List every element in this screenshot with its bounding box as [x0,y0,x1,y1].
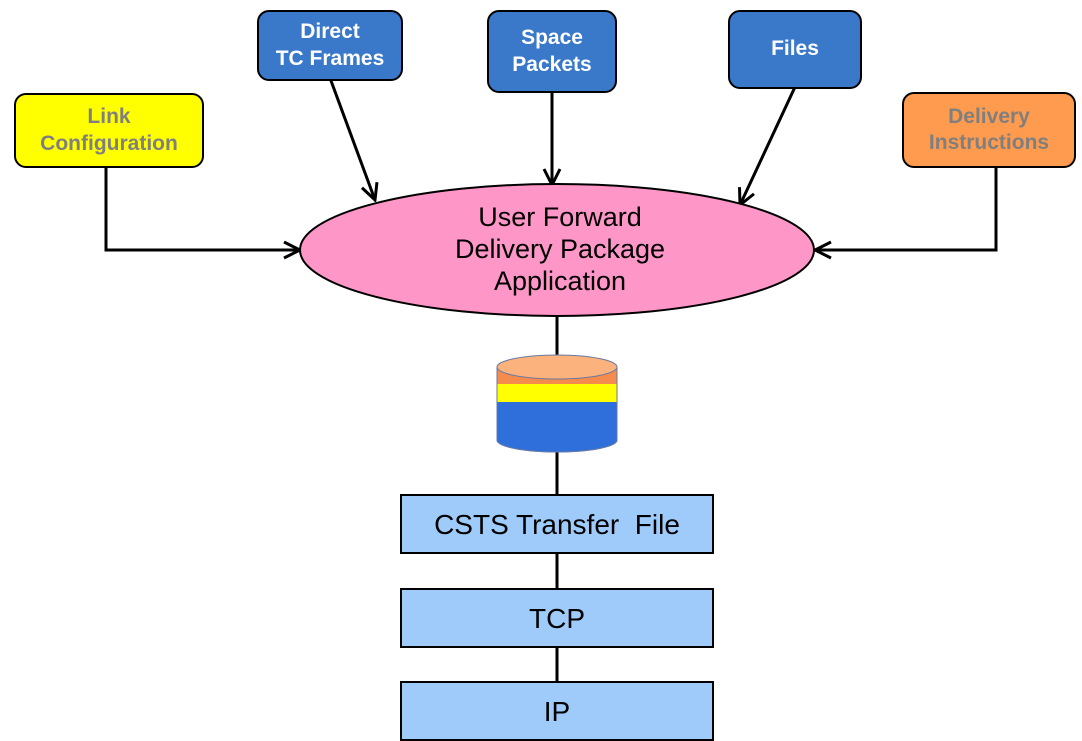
files-arrow [740,86,797,205]
delivery-instructions-connector [815,165,998,250]
direct-tc-frames-arrow [328,77,375,200]
files-label: Files [771,37,819,61]
direct-tc-frames-box: Direct TC Frames [257,10,403,81]
files-box: Files [728,10,862,89]
csts-transfer-file-box: CSTS Transfer File [400,494,714,554]
space-packets-label: Space Packets [512,26,592,76]
link-configuration-label: Link Configuration [40,105,178,155]
application-ellipse [299,183,815,317]
tcp-label: TCP [529,602,585,634]
space-packets-box: Space Packets [487,10,617,93]
link-configuration-connector [104,165,300,250]
application-label: User Forward Delivery Package Applicatio… [454,202,666,296]
delivery-instructions-label: Delivery Instructions [928,104,1050,154]
database-icon [496,354,618,453]
tcp-box: TCP [400,588,714,648]
ip-box: IP [400,681,714,741]
delivery-instructions-box: Delivery Instructions [902,92,1076,168]
link-configuration-box: Link Configuration [14,93,204,168]
direct-tc-frames-label: Direct TC Frames [275,20,385,70]
csts-transfer-file-label: CSTS Transfer File [434,508,680,540]
ip-label: IP [543,695,571,727]
